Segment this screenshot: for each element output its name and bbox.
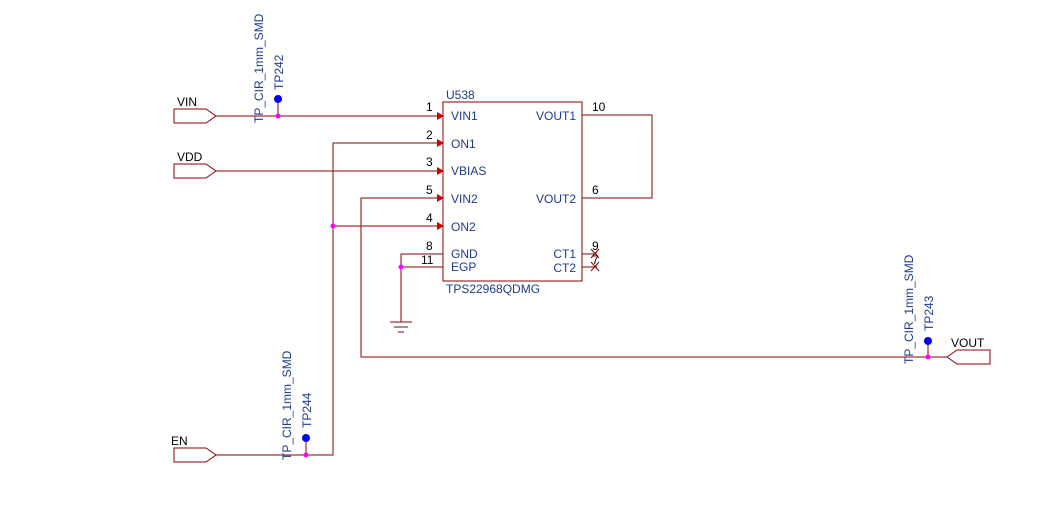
tp-dot-icon: [274, 95, 282, 103]
port-vin-label: VIN: [177, 95, 197, 109]
junctions: [275, 113, 931, 458]
port-en-flag: [173, 447, 217, 463]
ic-body[interactable]: [442, 101, 583, 282]
pin-number: 6: [592, 183, 599, 197]
tp-footprint: TP_CIR_1mm_SMD: [252, 13, 266, 123]
port-en[interactable]: EN: [171, 434, 217, 463]
ground-symbol: [390, 321, 412, 333]
left-pin-names: VIN1 ON1 VBIAS VIN2 ON2 GND EGP: [451, 109, 486, 274]
port-vout-flag: [946, 349, 991, 365]
wire-gnd: [400, 253, 443, 322]
wire-vout: [360, 197, 947, 358]
no-connect-ct1: [590, 248, 600, 259]
pin-name: VIN2: [451, 192, 478, 206]
junction-dot: [398, 264, 404, 270]
junction-dot: [303, 452, 309, 458]
pin-number: 5: [426, 183, 433, 197]
testpoint-tp244[interactable]: TP_CIR_1mm_SMD TP244: [280, 350, 314, 460]
tp-dot-icon: [924, 337, 932, 345]
right-pin-names: VOUT1 VOUT2 CT1 CT2: [536, 109, 576, 275]
pin-number: 8: [426, 239, 433, 253]
tp-ref: TP242: [272, 54, 286, 90]
tp-ref: TP244: [300, 392, 314, 428]
pin-name: ON1: [451, 137, 476, 151]
pin-name: ON2: [451, 220, 476, 234]
junction-dot: [275, 113, 281, 119]
pin-name: VOUT2: [536, 192, 576, 206]
wire-vout-loop: [582, 114, 653, 199]
wires: [216, 99, 947, 456]
pin-arrows: [437, 112, 444, 230]
pin-number: 9: [592, 239, 599, 253]
left-pin-numbers: 1 2 3 5 4 8 11: [421, 100, 434, 267]
testpoint-tp242[interactable]: TP_CIR_1mm_SMD TP242: [252, 13, 286, 123]
junction-dot: [330, 223, 336, 229]
pin-number: 4: [426, 211, 433, 225]
port-vdd[interactable]: VDD: [173, 150, 217, 179]
port-vin-flag: [173, 108, 217, 124]
wire-en: [216, 142, 443, 456]
pin-name: EGP: [451, 260, 476, 274]
tp-ref: TP243: [922, 295, 936, 331]
no-connect-ct2: [590, 261, 600, 272]
port-vout-label: VOUT: [951, 336, 985, 350]
pin-number: 7: [592, 253, 599, 267]
junction-dot: [925, 354, 931, 360]
port-vdd-flag: [173, 163, 217, 179]
port-vdd-label: VDD: [177, 150, 203, 164]
pin-number: 3: [426, 155, 433, 169]
pin-number: 2: [426, 128, 433, 142]
pin-name: GND: [451, 247, 478, 261]
pin-name: VIN1: [451, 109, 478, 123]
port-en-label: EN: [171, 434, 188, 448]
right-pin-numbers: 10 6 9 7: [592, 100, 606, 267]
pin-name: VBIAS: [451, 164, 486, 178]
pin-name: CT1: [553, 247, 576, 261]
port-vout[interactable]: VOUT: [946, 336, 991, 365]
tp-dot-icon: [302, 434, 310, 442]
port-vin[interactable]: VIN: [173, 95, 217, 124]
testpoint-tp243[interactable]: TP_CIR_1mm_SMD TP243: [902, 254, 936, 364]
ic-part-number: TPS22968QDMG: [446, 282, 540, 296]
ic-refdes: U538: [446, 88, 475, 102]
tp-footprint: TP_CIR_1mm_SMD: [280, 350, 294, 460]
pin-number: 1: [426, 100, 433, 114]
pin-name: VOUT1: [536, 109, 576, 123]
pin-number: 10: [592, 100, 606, 114]
pin-name: CT2: [553, 261, 576, 275]
tp-footprint: TP_CIR_1mm_SMD: [902, 254, 916, 364]
pin-number: 11: [421, 253, 434, 267]
